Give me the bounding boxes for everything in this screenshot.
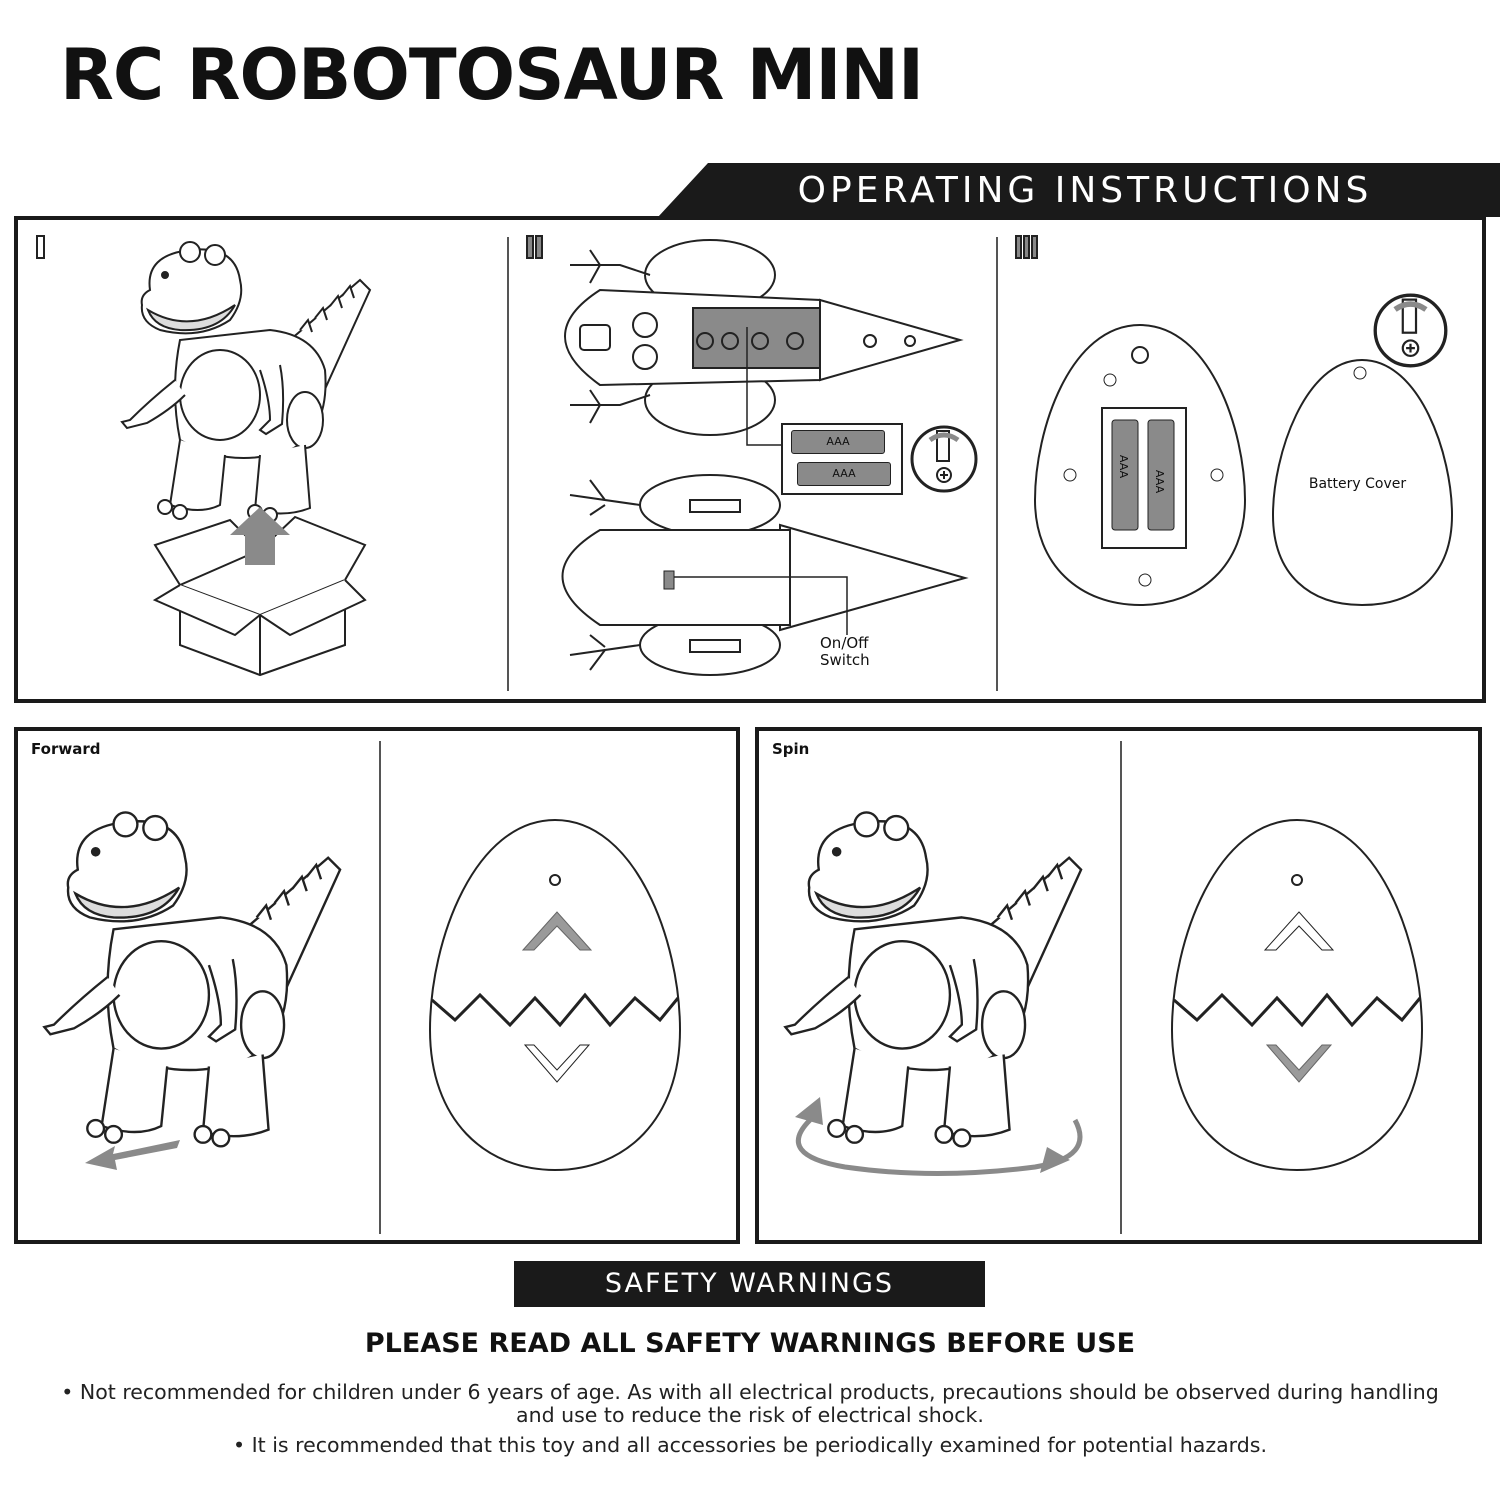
step-divider (507, 237, 509, 691)
spin-arrow-icon (795, 1097, 1083, 1176)
spin-label: Spin (772, 740, 810, 758)
aaa-battery: AAA (791, 430, 885, 454)
battery-diagram: AAA AAA (781, 423, 903, 495)
remote-back-illustration (1033, 323, 1247, 607)
battery-cover-label: Battery Cover (1308, 476, 1407, 492)
safety-bullet-text: It is recommended that this toy and all … (251, 1433, 1267, 1457)
switch-label-line: On/Off (820, 634, 869, 652)
on-off-switch-label: On/Off Switch (820, 635, 870, 669)
battery-cover-illustration (1271, 358, 1454, 607)
dinosaur-top-view-illustration (564, 239, 964, 446)
switch-label-line: Switch (820, 651, 870, 669)
open-box-unpack-icon (152, 507, 367, 677)
forward-mode-panel (14, 727, 740, 1244)
operating-instructions-banner (658, 163, 1500, 217)
step-number-i-icon (36, 235, 45, 259)
dinosaur-bottom-view-illustration (561, 474, 969, 676)
panel-divider (1120, 741, 1122, 1234)
setup-steps-panel (14, 216, 1486, 703)
panel-divider (379, 741, 381, 1234)
safety-bullet: • It is recommended that this toy and al… (233, 1433, 1267, 1457)
safety-heading: PLEASE READ ALL SAFETY WARNINGS BEFORE U… (364, 1328, 1136, 1359)
step-divider (996, 237, 998, 691)
spin-mode-panel (755, 727, 1482, 1244)
step-number-iii-icon (1015, 235, 1038, 259)
safety-bullet-text: Not recommended for children under 6 yea… (79, 1380, 1439, 1427)
remote-forward-illustration (428, 818, 682, 1172)
battery-label: AAA (826, 435, 850, 448)
step-number-ii-icon (526, 235, 543, 259)
aaa-battery: AAA (797, 462, 891, 486)
battery-label: AAA (1117, 454, 1131, 479)
forward-arrow-icon (85, 1140, 180, 1170)
dinosaur-illustration (121, 241, 371, 523)
dinosaur-illustration (43, 811, 342, 1148)
forward-label: Forward (31, 740, 101, 758)
safety-warnings-banner: SAFETY WARNINGS (514, 1261, 985, 1307)
dinosaur-illustration (784, 811, 1083, 1148)
battery-label: AAA (1153, 469, 1167, 494)
page-title: RC ROBOTOSAUR MINI (60, 34, 924, 116)
screwdriver-icon (910, 425, 978, 493)
remote-spin-illustration (1170, 818, 1424, 1172)
safety-bullet: • Not recommended for children under 6 y… (61, 1380, 1439, 1427)
operating-instructions-heading: OPERATING INSTRUCTIONS (797, 170, 1373, 211)
battery-label: AAA (832, 467, 856, 480)
screwdriver-icon (1373, 293, 1448, 368)
